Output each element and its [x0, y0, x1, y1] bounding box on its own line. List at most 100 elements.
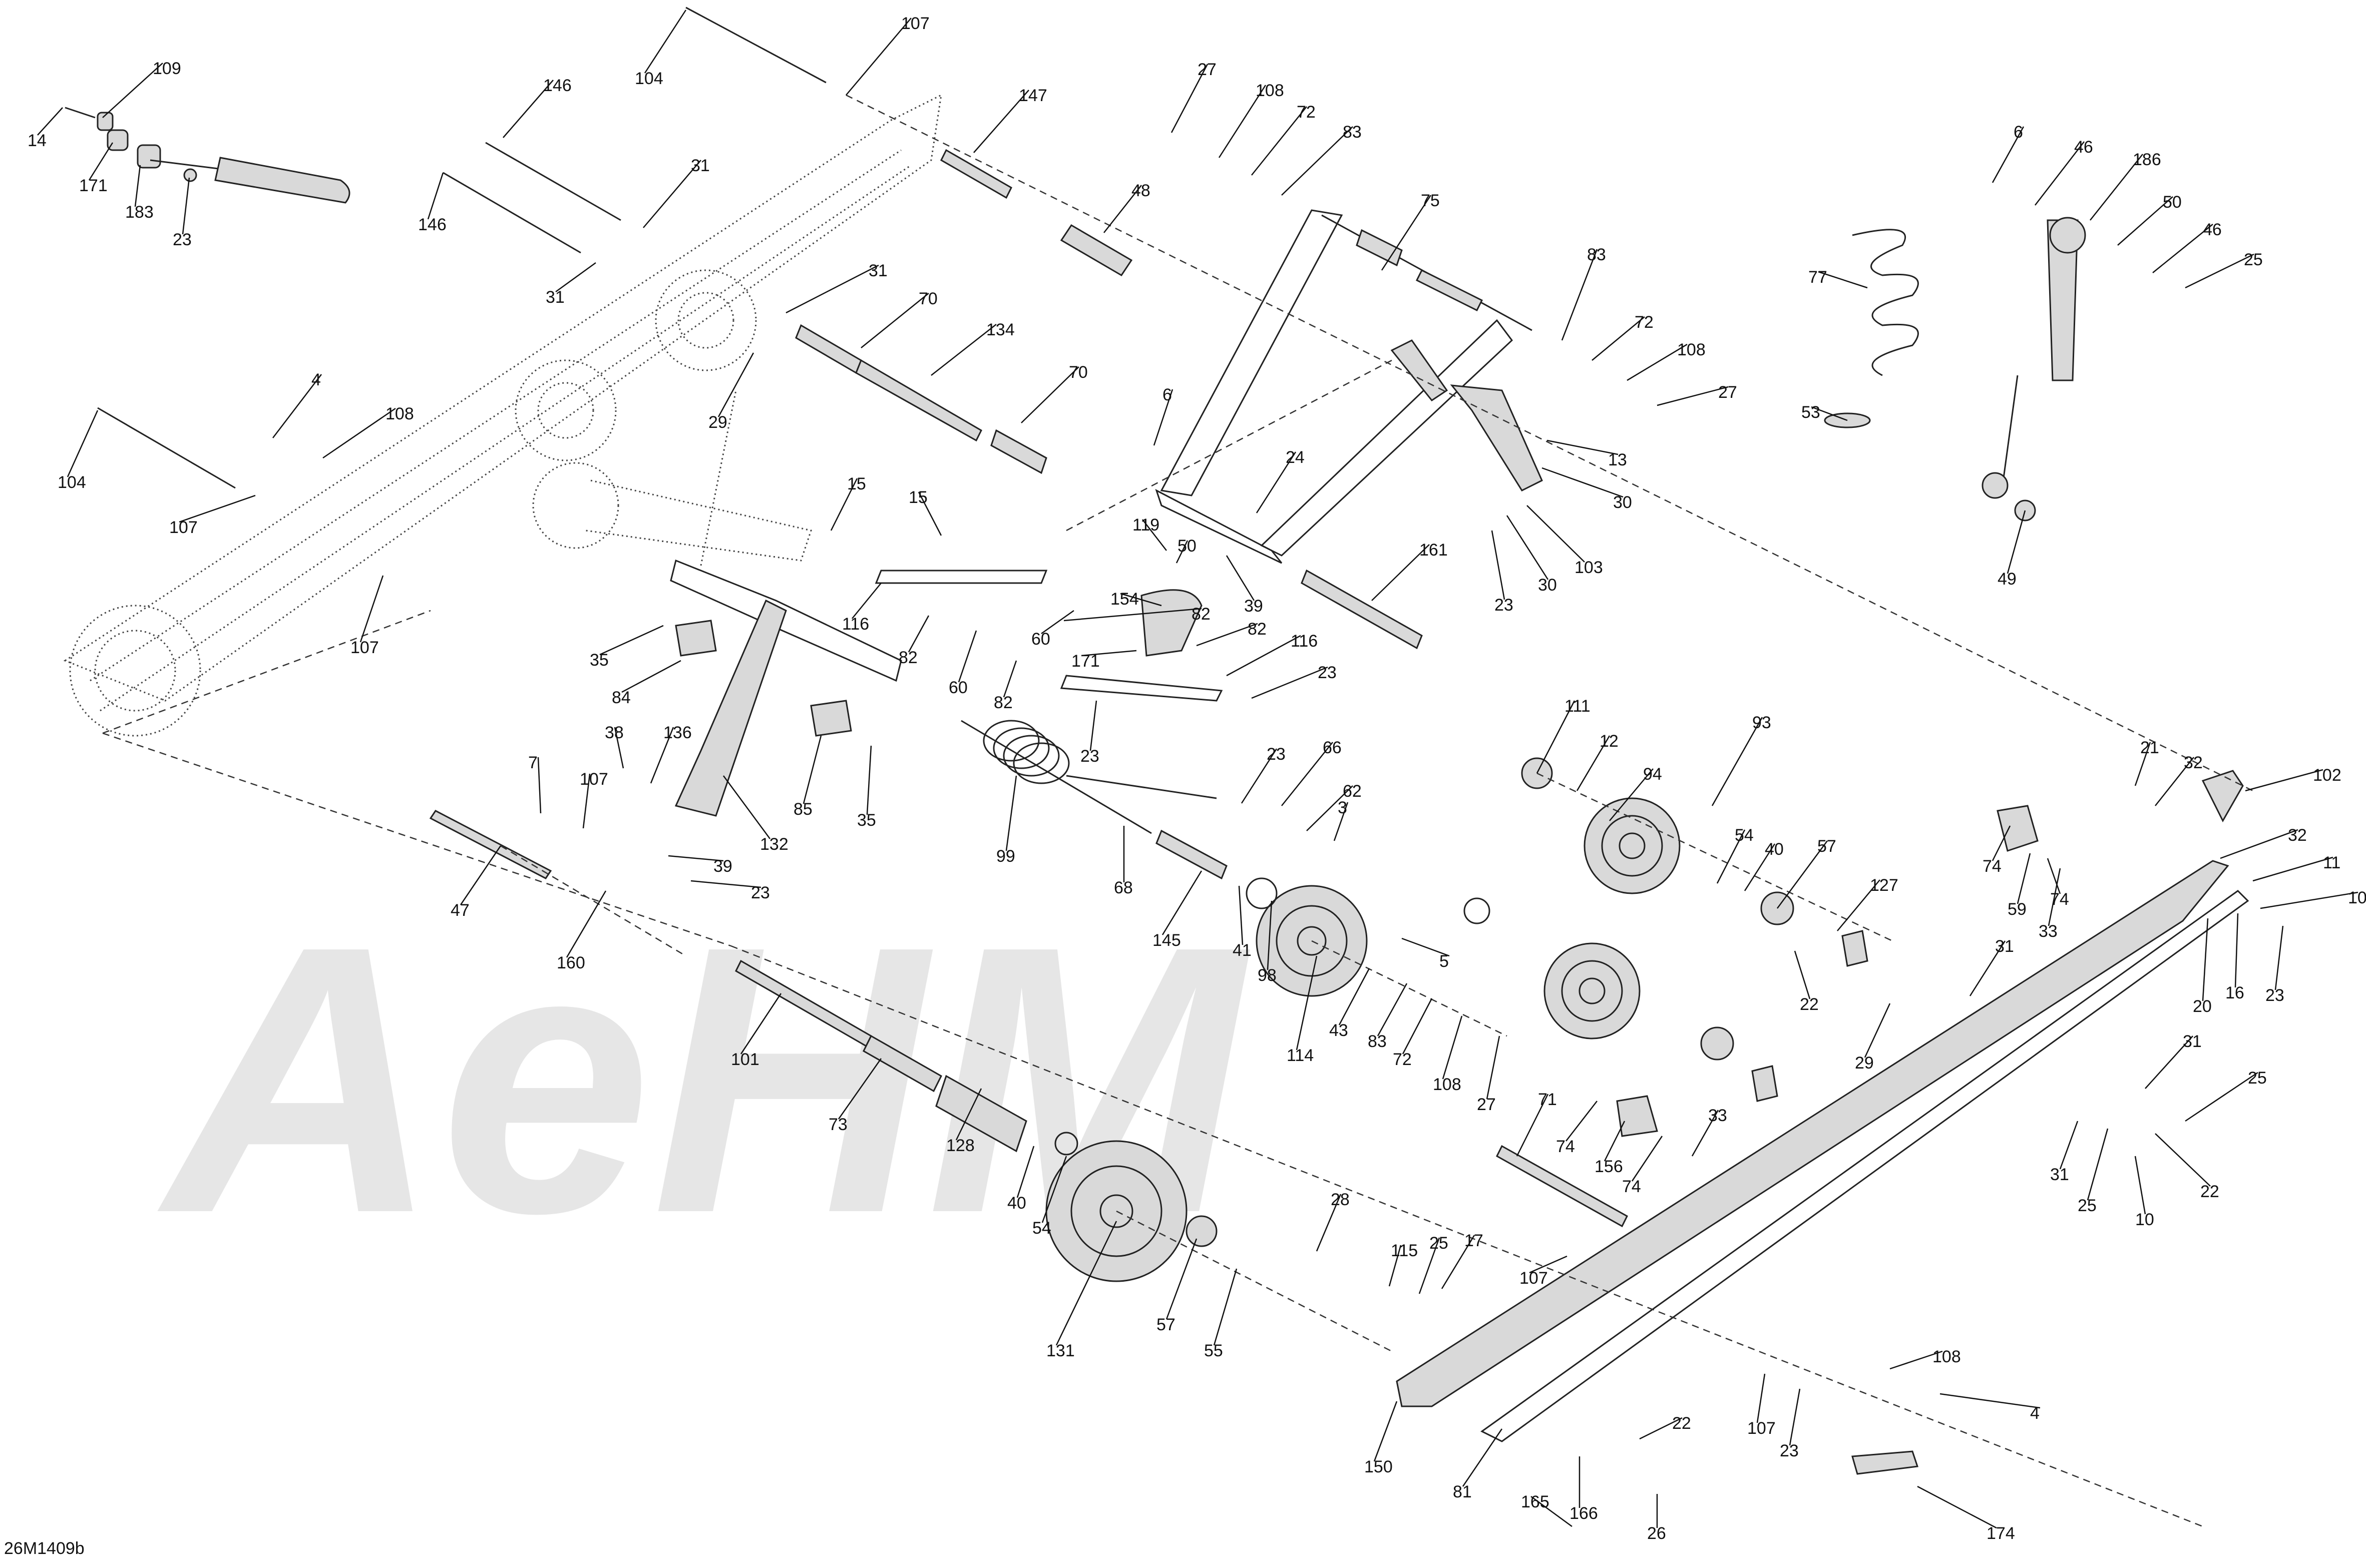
leader-line: [838, 1058, 882, 1120]
callout-number: 48: [1131, 181, 1150, 200]
callout-number: 160: [557, 953, 585, 972]
callout-number: 136: [663, 723, 692, 742]
leader-line: [1529, 1255, 1567, 1274]
leader-line: [1864, 1003, 1891, 1058]
leader-line: [1165, 1238, 1198, 1320]
leader-line: [1744, 843, 1776, 891]
callout-number: 55: [1204, 1341, 1223, 1360]
callout: 23: [1491, 530, 1513, 615]
callout: 31: [546, 262, 596, 307]
callout-number: 47: [451, 901, 470, 920]
callout: 40: [1744, 840, 1784, 891]
callout: 22: [1794, 950, 1819, 1014]
callout-number: 82: [994, 693, 1013, 712]
callout-number: 21: [2140, 738, 2159, 757]
callout: 108: [1433, 1015, 1463, 1094]
callout: 16: [2225, 913, 2244, 1002]
leader-line: [2117, 196, 2173, 246]
callout-number: 108: [1433, 1075, 1461, 1094]
callout-number: 128: [946, 1136, 975, 1155]
callout-number: 165: [1521, 1492, 1549, 1511]
leader-line: [1267, 900, 1273, 970]
leader-line: [1917, 1485, 1997, 1529]
leader-line: [88, 142, 114, 181]
leader-line: [1063, 608, 1202, 622]
callout: 21: [2134, 738, 2159, 786]
leader-line: [1536, 700, 1575, 774]
callout-number: 82: [1248, 620, 1267, 639]
leader-line: [1055, 1221, 1117, 1346]
callout-number: 23: [173, 230, 192, 249]
leader-line: [102, 63, 163, 118]
callout-number: 31: [546, 288, 565, 307]
leader-line: [1657, 386, 1729, 406]
leader-line: [1530, 1495, 1572, 1527]
callout-number: 54: [1735, 826, 1754, 845]
leader-line: [1251, 666, 1328, 699]
leader-line: [1818, 271, 1868, 289]
callout: 134: [931, 320, 1015, 376]
callout-number: 166: [1569, 1504, 1598, 1523]
callout-number: 103: [1574, 558, 1603, 577]
callout-number: 11: [2323, 853, 2340, 872]
callout-number: 33: [1708, 1106, 1727, 1125]
leader-line: [1837, 879, 1880, 931]
leader-line: [2185, 253, 2254, 289]
callout: 146: [503, 76, 572, 138]
leader-line: [1016, 1146, 1035, 1198]
callout: 23: [1251, 663, 1337, 699]
callout-number: 107: [580, 770, 608, 789]
callout-number: 22: [1800, 995, 1819, 1014]
callout: 165: [1521, 1492, 1572, 1527]
leader-line: [2155, 1133, 2211, 1187]
leader-line: [2048, 868, 2061, 926]
shafts: [97, 7, 1628, 1228]
callout-number: 25: [2244, 250, 2263, 269]
callout: 23: [1241, 745, 1286, 804]
leader-line: [2145, 1035, 2193, 1089]
leader-line: [67, 410, 99, 477]
callout-number: 33: [2039, 922, 2058, 941]
callout-number: 66: [1323, 738, 1342, 757]
callout: 101: [731, 993, 782, 1069]
callout-number: 186: [2133, 150, 2161, 169]
callout: 50: [2117, 193, 2182, 246]
callout: 23: [2265, 925, 2284, 1005]
callout-number: 60: [1031, 630, 1050, 649]
leader-line: [668, 855, 724, 862]
callout: 10: [2134, 1156, 2154, 1229]
callout: 23: [1780, 1388, 1801, 1460]
callout-number: 104: [635, 69, 663, 88]
callout: 104: [635, 10, 687, 88]
leader-line: [690, 880, 761, 888]
callout-number: 174: [1987, 1524, 2015, 1543]
callout: 17: [1441, 1231, 1483, 1289]
callout-number: 23: [1780, 1441, 1799, 1460]
leader-line: [1811, 406, 1848, 421]
callout: 128: [946, 1088, 982, 1155]
callout-number: 23: [1080, 747, 1099, 766]
callout-number: 68: [1114, 878, 1133, 897]
callout-number: 6: [1162, 385, 1172, 404]
leader-line: [1021, 366, 1079, 423]
callout: 31: [643, 156, 710, 228]
callout: 147: [973, 86, 1047, 153]
callout-number: 74: [1983, 857, 2002, 876]
callout: 115: [1388, 1241, 1418, 1287]
leader-line: [2134, 1156, 2146, 1215]
callout-number: 146: [418, 215, 447, 234]
callout-number: 40: [1007, 1194, 1026, 1213]
leader-line: [2202, 918, 2209, 1001]
leader-line: [1604, 1121, 1626, 1162]
callout: 27: [1477, 1035, 1500, 1114]
callout: 161: [1371, 541, 1448, 601]
leader-line: [1541, 467, 1624, 498]
callout-number: 73: [829, 1115, 848, 1134]
callout-number: 6: [2014, 123, 2023, 142]
callout: 93: [1711, 713, 1771, 806]
leader-line: [1218, 85, 1267, 158]
callout: 23: [690, 880, 770, 902]
callout-number: 134: [986, 320, 1015, 339]
leader-line: [2152, 224, 2213, 273]
callout-number: 31: [2050, 1165, 2069, 1184]
